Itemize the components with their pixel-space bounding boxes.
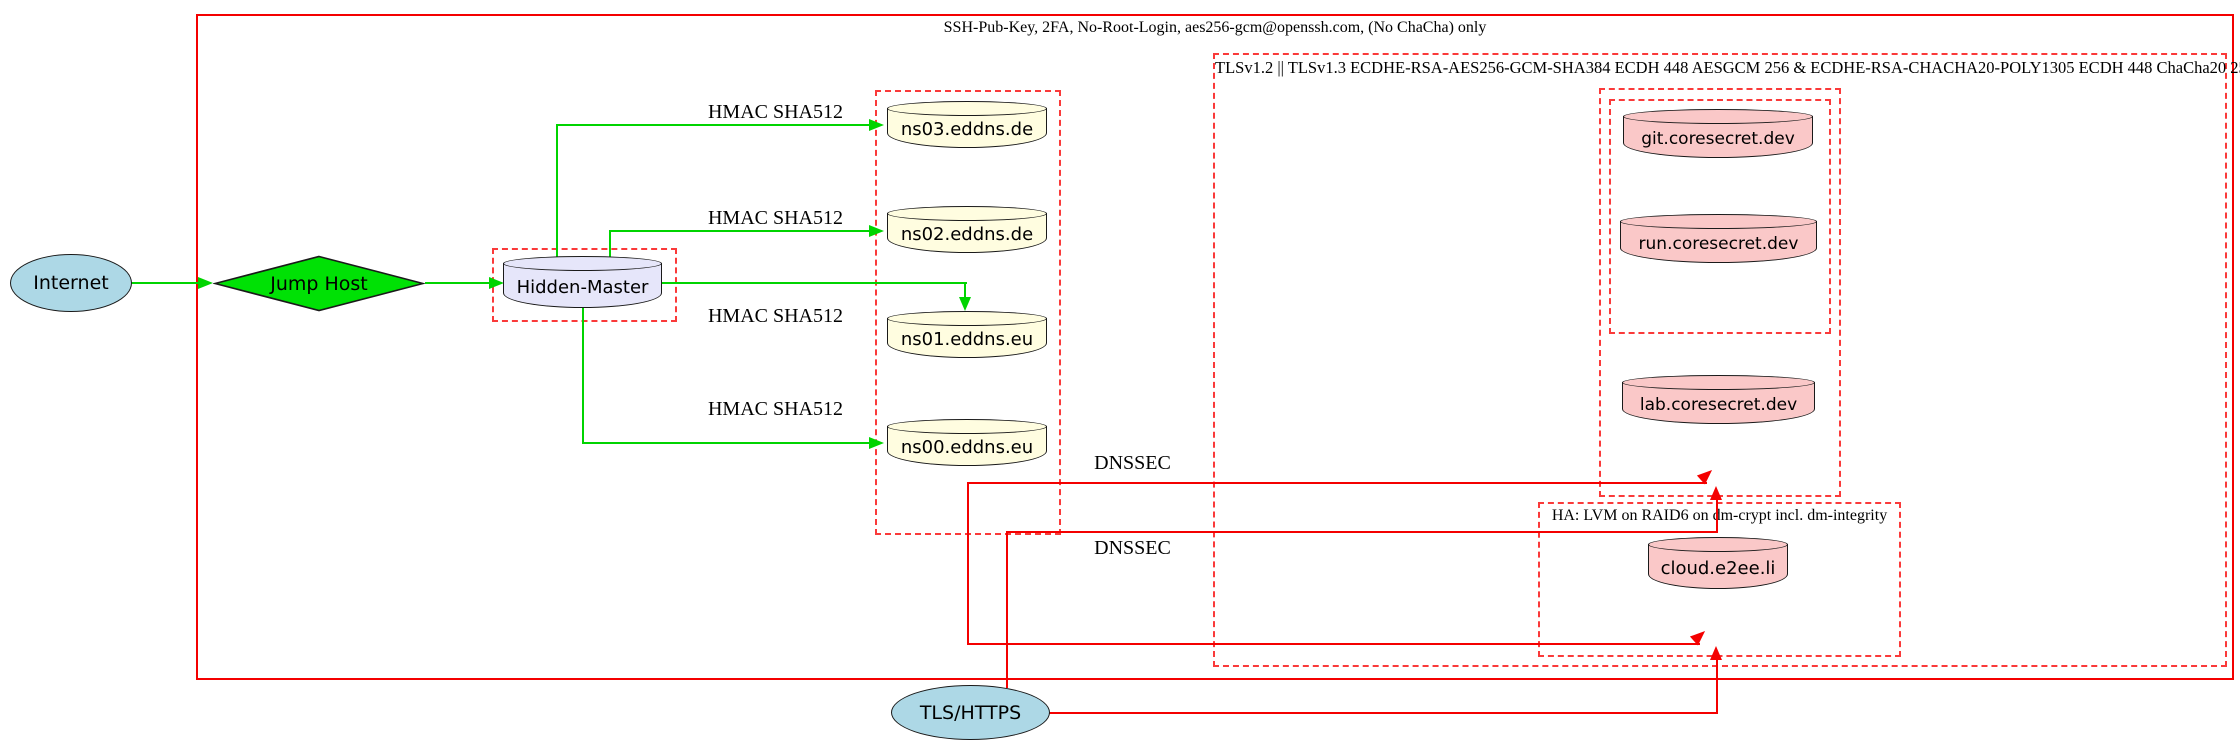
edge-hm-ns02-h [609, 230, 871, 232]
cluster-tls-label: TLSv1.2 || TLSv1.3 ECDHE-RSA-AES256-GCM-… [1215, 58, 2240, 77]
edge-hm-ns03-h [556, 124, 871, 126]
node-internet: Internet [10, 254, 132, 312]
edge-internet-jumphost [130, 282, 202, 284]
node-jump-host-label: Jump Host [270, 272, 368, 295]
cluster-ssh: SSH-Pub-Key, 2FA, No-Root-Login, aes256-… [196, 14, 2234, 680]
node-hidden-master: Hidden-Master [503, 256, 662, 308]
node-ns00-label: ns00.eddns.eu [900, 437, 1034, 458]
arrowhead-right-icon [489, 277, 504, 289]
cylinder-top [1622, 375, 1815, 390]
node-lab-coresecret: lab.coresecret.dev [1622, 375, 1815, 424]
edge-dnssec2-h [967, 643, 1700, 645]
cylinder-body [1622, 382, 1815, 424]
edge-label-hmac-2: HMAC SHA512 [707, 207, 844, 229]
cluster-tls: TLSv1.2 || TLSv1.3 ECDHE-RSA-AES256-GCM-… [1213, 53, 2240, 667]
edge-tlshttps1-h [1006, 531, 1718, 533]
arrowhead-up-icon [1710, 646, 1722, 660]
node-cloud-e2ee-label: cloud.e2ee.li [1660, 557, 1776, 579]
cylinder-top [1620, 214, 1817, 229]
cluster-ssh-label: SSH-Pub-Key, 2FA, No-Root-Login, aes256-… [943, 19, 1487, 36]
diamond-shape-icon [211, 255, 427, 312]
edge-hm-ns01-v [964, 282, 966, 299]
cylinder-top [1623, 109, 1813, 124]
cylinder-top [887, 311, 1047, 326]
edge-label-hmac-4: HMAC SHA512 [707, 398, 844, 420]
cluster-coresecret-inner [1609, 99, 1831, 334]
arrowhead-right-icon [869, 437, 884, 449]
edge-hm-ns02-v [609, 230, 611, 259]
node-tls-https: TLS/HTTPS [891, 685, 1050, 740]
node-cloud-e2ee: cloud.e2ee.li [1648, 537, 1788, 589]
node-lab-coresecret-label: lab.coresecret.dev [1639, 394, 1798, 415]
node-ns03: ns03.eddns.de [887, 101, 1047, 148]
edge-tlshttps1-v2 [1716, 499, 1718, 533]
cylinder-top [1648, 537, 1788, 552]
cylinder-top [503, 256, 662, 271]
node-ns03-label: ns03.eddns.de [900, 119, 1034, 140]
node-git-coresecret: git.coresecret.dev [1623, 109, 1813, 158]
edge-tlshttps1-v1 [1006, 532, 1008, 688]
node-tls-https-label: TLS/HTTPS [919, 701, 1022, 724]
arrowhead-right-icon [198, 277, 213, 289]
node-ns01-label: ns01.eddns.eu [900, 329, 1034, 350]
cylinder-top [887, 419, 1047, 434]
edge-hm-ns01-h [662, 282, 967, 284]
node-ns01: ns01.eddns.eu [887, 311, 1047, 358]
arrowhead-up-icon [1710, 486, 1722, 500]
cluster-ha-label: HA: LVM on RAID6 on dm-crypt incl. dm-in… [1551, 507, 1888, 524]
node-run-coresecret-label: run.coresecret.dev [1638, 233, 1799, 254]
arrowhead-right-icon [869, 119, 884, 131]
edge-dnssec1-h [967, 482, 1707, 484]
node-run-coresecret: run.coresecret.dev [1620, 214, 1817, 263]
edge-dnssec-v [967, 482, 969, 645]
cylinder-top [887, 101, 1047, 116]
edge-tlshttps2-h [1048, 712, 1718, 714]
node-internet-label: Internet [33, 272, 109, 294]
edge-label-hmac-1: HMAC SHA512 [707, 101, 844, 123]
edge-hm-ns03-v [556, 124, 558, 259]
node-ns00: ns00.eddns.eu [887, 419, 1047, 466]
arrowhead-right-icon [869, 225, 884, 237]
edge-label-hmac-3: HMAC SHA512 [707, 305, 844, 327]
edge-hm-ns00-h [582, 442, 871, 444]
node-ns02: ns02.eddns.de [887, 206, 1047, 253]
edge-hm-ns00-v [582, 307, 584, 444]
edge-label-dnssec-2: DNSSEC [1094, 537, 1171, 559]
node-git-coresecret-label: git.coresecret.dev [1641, 128, 1795, 149]
edge-tlshttps2-v [1716, 660, 1718, 714]
node-hidden-master-label: Hidden-Master [516, 276, 649, 298]
edge-jumphost-hiddenmaster [425, 282, 491, 284]
cylinder-top [887, 206, 1047, 221]
node-ns02-label: ns02.eddns.de [900, 224, 1034, 245]
edge-label-dnssec-1: DNSSEC [1094, 452, 1171, 474]
arrowhead-down-icon [959, 297, 971, 311]
node-jump-host: Jump Host [211, 255, 427, 312]
